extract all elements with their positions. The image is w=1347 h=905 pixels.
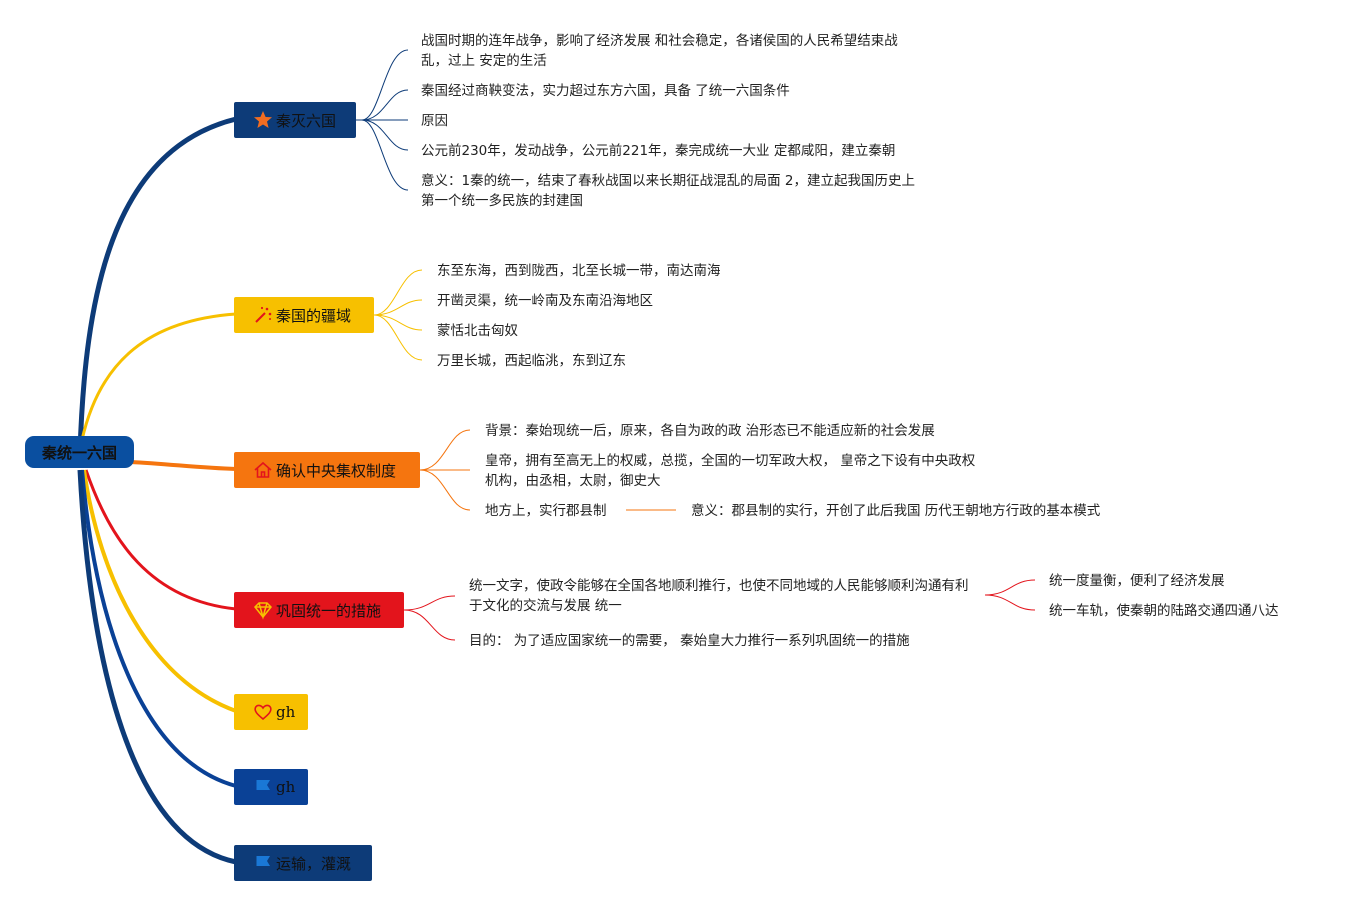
leaf-text: 皇帝，拥有至高无上的权威，总揽，全国的一切军政大权， 皇帝之下设有中央政权机构，…	[485, 453, 976, 489]
heart-icon	[252, 701, 274, 723]
branch-gh-2[interactable]: gh	[234, 769, 308, 805]
leaf-text: 意义：1秦的统一，结束了春秋战国以来长期征战混乱的局面 2，建立起我国历史上第一…	[421, 173, 915, 209]
branch-label: gh	[276, 778, 296, 796]
branch-transport-irrigation[interactable]: 运输，灌溉	[234, 845, 372, 881]
branch-label: 秦灭六国	[276, 111, 337, 130]
flag-icon	[252, 776, 274, 798]
diamond-icon	[252, 599, 274, 621]
leaf-text: 开凿灵渠，统一岭南及东南沿海地区	[437, 293, 653, 309]
branch-label: 确认中央集权制度	[276, 461, 397, 480]
leaf-text: 统一文字，使政令能够在全国各地顺利推行，也使不同地域的人民能够顺利沟通有利于文化…	[469, 578, 969, 614]
root-node[interactable]: 秦统一六国	[25, 436, 134, 468]
leaf-text: 目的： 为了适应国家统一的需要， 秦始皇大力推行一系列巩固统一的措施	[469, 633, 910, 649]
branch-label: 秦国的疆域	[276, 306, 352, 325]
root-label: 秦统一六国	[41, 443, 117, 462]
subleaf-text: 统一车轨，使秦朝的陆路交通四通八达	[1049, 603, 1279, 619]
magic-wand-icon	[252, 304, 274, 326]
branch-qin-territory[interactable]: 秦国的疆域	[234, 297, 374, 333]
leaf-text: 背景：秦始现统一后，原来，各自为政的政 治形态已不能适应新的社会发展	[485, 423, 935, 439]
branch-consolidation-measures[interactable]: 巩固统一的措施	[234, 592, 404, 628]
branch-label: 运输，灌溉	[276, 854, 352, 873]
subleaf-text: 统一度量衡，便利了经济发展	[1049, 573, 1225, 589]
branch-label: 巩固统一的措施	[276, 601, 382, 620]
branch-qin-destroys-six-states[interactable]: 秦灭六国	[234, 102, 356, 138]
leaf-text: 万里长城，西起临洮，东到辽东	[437, 353, 626, 369]
subleaf-text: 意义：郡县制的实行，开创了此后我国 历代王朝地方行政的基本模式	[691, 503, 1101, 519]
home-icon	[252, 459, 274, 481]
leaf-text: 公元前230年，发动战争，公元前221年，秦完成统一大业 定都咸阳，建立秦朝	[421, 143, 896, 159]
star-icon	[252, 109, 274, 131]
flag-icon	[252, 852, 274, 874]
branch-central-power-system[interactable]: 确认中央集权制度	[234, 452, 420, 488]
leaf-text: 东至东海，西到陇西，北至长城一带，南达南海	[437, 263, 721, 279]
branch-label: gh	[276, 703, 296, 721]
branch-gh-1[interactable]: gh	[234, 694, 308, 730]
leaf-text: 蒙恬北击匈奴	[437, 323, 518, 339]
leaf-text: 地方上，实行郡县制	[485, 503, 607, 519]
leaf-text: 原因	[421, 113, 448, 129]
leaf-text: 秦国经过商鞅变法，实力超过东方六国，具备 了统一六国条件	[421, 83, 790, 99]
leaf-text: 战国时期的连年战争，影响了经济发展 和社会稳定，各诸侯国的人民希望结束战乱，过上…	[421, 33, 898, 69]
